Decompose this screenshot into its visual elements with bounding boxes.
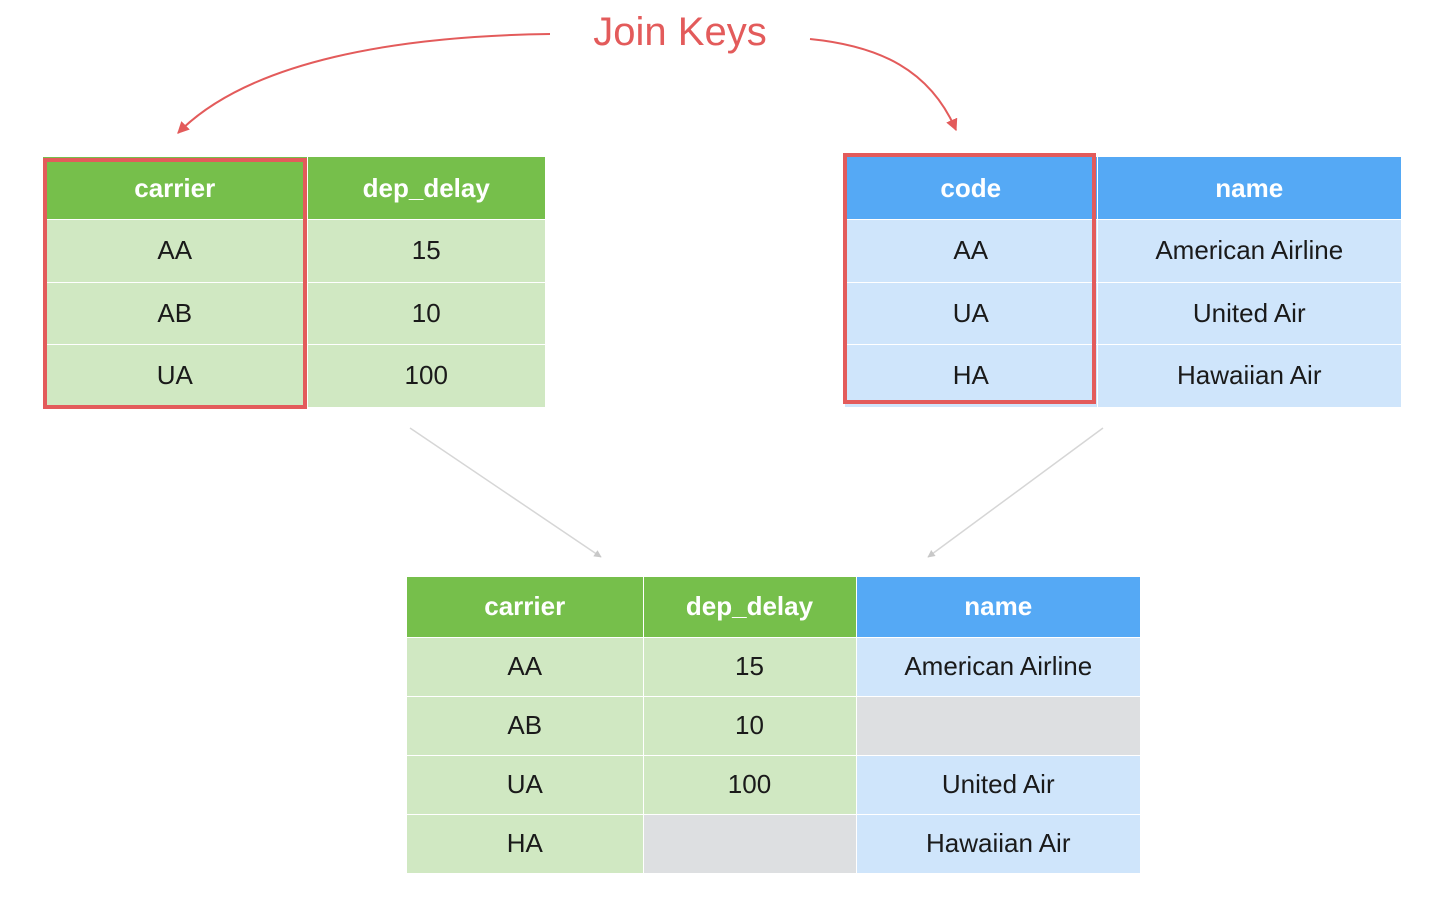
result-cell: 10 xyxy=(643,696,857,756)
result-header-carrier: carrier xyxy=(407,577,644,638)
table-row: UA 100 xyxy=(43,344,545,408)
result-cell: UA xyxy=(407,755,644,815)
right-cell: American Airline xyxy=(1097,219,1401,283)
right-header-code: code xyxy=(845,157,1098,220)
left-header-carrier: carrier xyxy=(43,157,308,220)
table-row: UA 100 United Air xyxy=(407,755,1140,815)
result-cell: 100 xyxy=(643,755,857,815)
merge-arrow-right xyxy=(927,427,1104,558)
key-arrow-right xyxy=(809,38,958,132)
left-cell: 10 xyxy=(307,282,545,345)
result-table: carrier dep_delay name AA 15 American Ai… xyxy=(407,577,1140,874)
left-cell: 100 xyxy=(307,344,545,408)
result-cell: AA xyxy=(407,637,644,697)
table-row: AA 15 American Airline xyxy=(407,637,1140,697)
right-table-header-row: code name xyxy=(845,157,1401,220)
right-cell: UA xyxy=(845,282,1098,345)
left-table: carrier dep_delay AA 15 AB 10 UA 100 xyxy=(43,157,545,408)
left-header-dep-delay: dep_delay xyxy=(307,157,545,220)
left-cell: AA xyxy=(43,219,308,283)
table-row: HA Hawaiian Air xyxy=(407,814,1140,874)
table-row: AB 10 xyxy=(43,282,545,345)
left-cell: UA xyxy=(43,344,308,408)
left-cell: AB xyxy=(43,282,308,345)
result-cell-missing xyxy=(856,696,1140,756)
table-row: AA American Airline xyxy=(845,219,1401,283)
result-header-dep-delay: dep_delay xyxy=(643,577,857,638)
result-cell: American Airline xyxy=(856,637,1140,697)
result-cell: HA xyxy=(407,814,644,874)
table-row: AB 10 xyxy=(407,696,1140,756)
right-cell: HA xyxy=(845,344,1098,408)
right-header-name: name xyxy=(1097,157,1401,220)
result-cell: 15 xyxy=(643,637,857,697)
key-arrow-left xyxy=(177,33,551,134)
result-header-name: name xyxy=(856,577,1140,638)
right-cell: Hawaiian Air xyxy=(1097,344,1401,408)
result-cell: United Air xyxy=(856,755,1140,815)
table-row: AA 15 xyxy=(43,219,545,283)
merge-arrow-left xyxy=(409,427,602,558)
table-row: HA Hawaiian Air xyxy=(845,344,1401,408)
result-cell: Hawaiian Air xyxy=(856,814,1140,874)
result-cell-missing xyxy=(643,814,857,874)
right-cell: United Air xyxy=(1097,282,1401,345)
result-table-header-row: carrier dep_delay name xyxy=(407,577,1140,638)
table-row: UA United Air xyxy=(845,282,1401,345)
right-table: code name AA American Airline UA United … xyxy=(845,157,1401,408)
left-table-header-row: carrier dep_delay xyxy=(43,157,545,220)
result-cell: AB xyxy=(407,696,644,756)
join-keys-title: Join Keys xyxy=(593,10,767,54)
right-cell: AA xyxy=(845,219,1098,283)
left-cell: 15 xyxy=(307,219,545,283)
